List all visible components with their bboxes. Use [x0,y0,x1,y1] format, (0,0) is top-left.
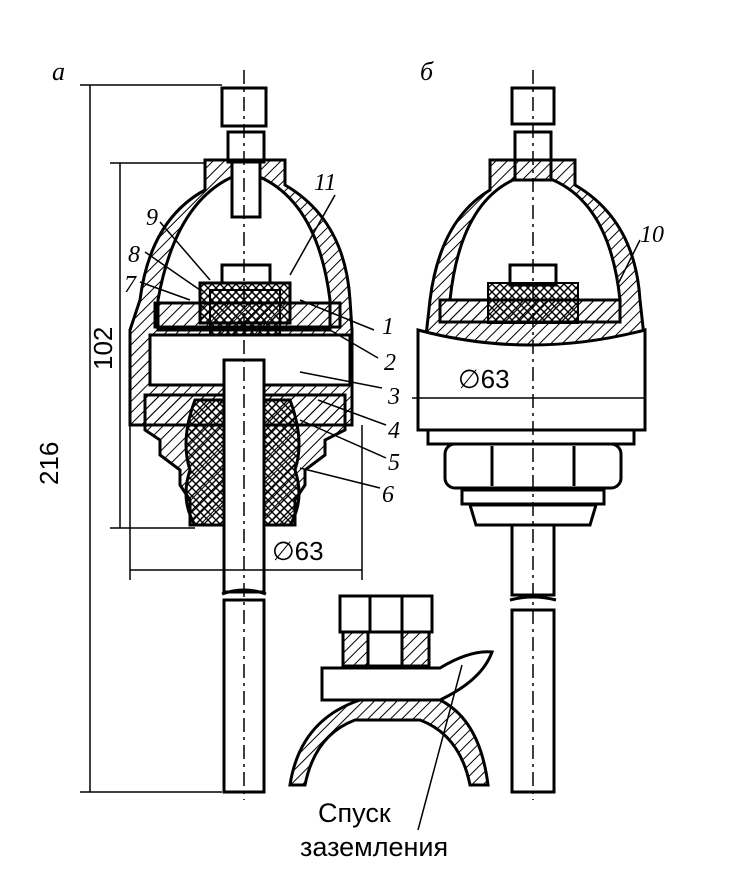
part-numbers: 1 2 3 4 5 6 7 8 9 10 11 [124,170,664,508]
part-number-4: 4 [388,418,400,444]
part-number-8: 8 [128,242,140,268]
detail-cap-section [288,698,490,787]
view-a-cap-boss [230,160,262,219]
dim-63a-text: ∅63 [272,536,324,566]
view-b-label: б [420,57,434,86]
detail-bolt-head [338,594,434,634]
dim-216-text: 216 [34,442,64,485]
part-number-2: 2 [384,350,396,376]
dim-102-text: 102 [88,327,118,370]
view-a-section [128,70,354,800]
view-a-label: а [52,57,65,86]
view-b-flange [426,428,636,446]
caption-line-1: Спуск [318,798,391,828]
grounding-detail [288,594,495,831]
view-b-body [416,328,647,432]
part-number-10: 10 [640,222,664,248]
part-number-5: 5 [388,450,400,476]
view-b-exterior [416,70,647,800]
view-a-stud-neck [226,130,266,164]
view-b-rod-break [509,595,557,602]
part-number-3: 3 [387,384,400,410]
dim-63b-text: ∅63 [458,364,510,394]
detail-grounding-tab [320,650,495,702]
detail-leader [417,664,463,831]
part-number-1: 1 [382,314,394,340]
view-a-dimensions: 216 102 ∅63 [34,84,363,793]
caption-line-2: заземления [300,832,448,862]
part-number-7: 7 [124,272,137,298]
view-a-nut [220,263,272,285]
part-number-11: 11 [314,170,336,196]
part-number-6: 6 [382,482,394,508]
view-b-dimension: ∅63 [412,364,645,399]
part-number-9: 9 [146,205,158,231]
